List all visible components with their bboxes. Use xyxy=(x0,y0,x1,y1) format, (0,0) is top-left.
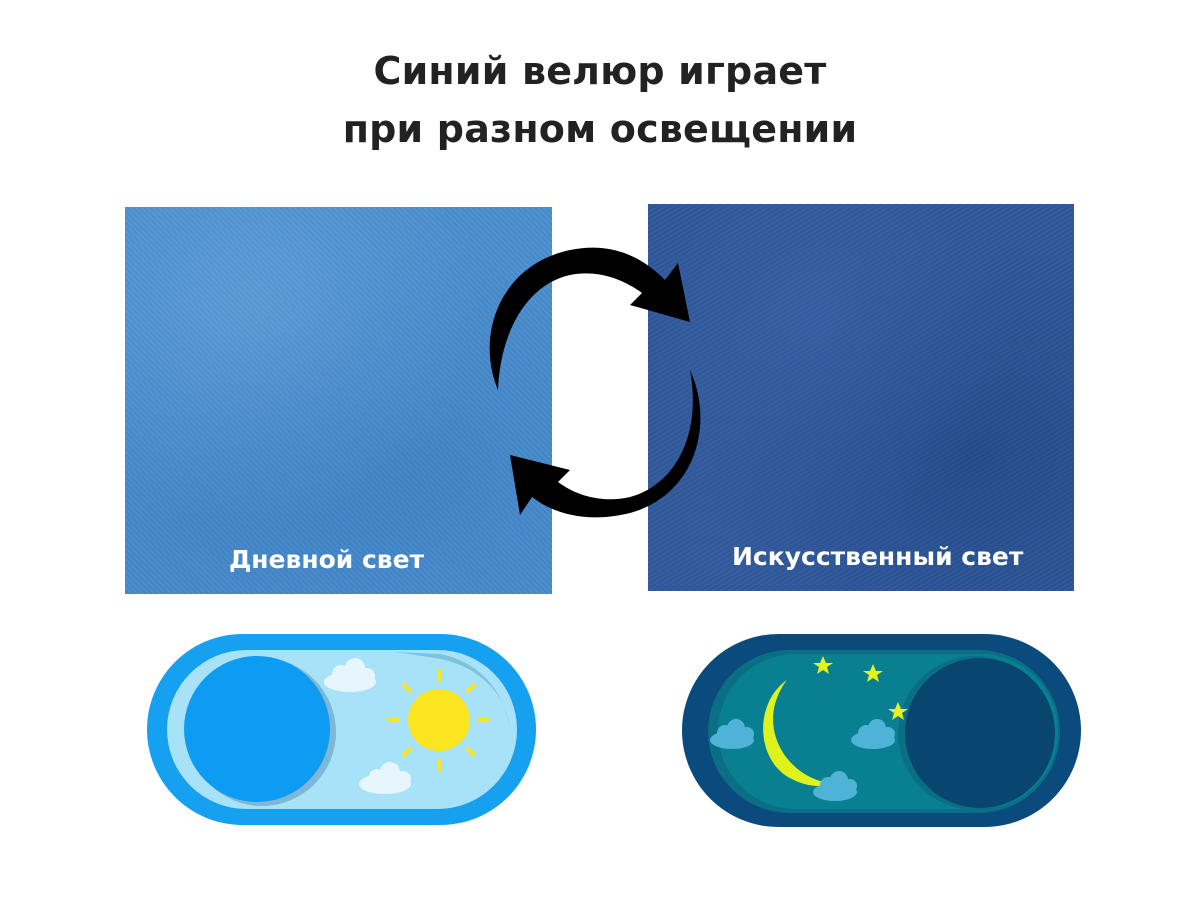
daylight-fabric-swatch: Дневной свет xyxy=(125,207,552,594)
title-line-2: при разном освещении xyxy=(342,107,858,151)
night-mode-toggle-icon xyxy=(680,632,1083,829)
artificial-light-label: Искусственный свет xyxy=(732,542,1024,571)
artificial-light-fabric-swatch: Искусственный свет xyxy=(648,204,1074,591)
day-mode-toggle-icon xyxy=(145,632,538,827)
title-line-1: Синий велюр играет xyxy=(373,49,827,93)
page-title: Синий велюр играет при разном освещении xyxy=(0,42,1200,158)
swap-arrows-icon xyxy=(470,225,720,535)
daylight-label: Дневной свет xyxy=(229,545,425,574)
